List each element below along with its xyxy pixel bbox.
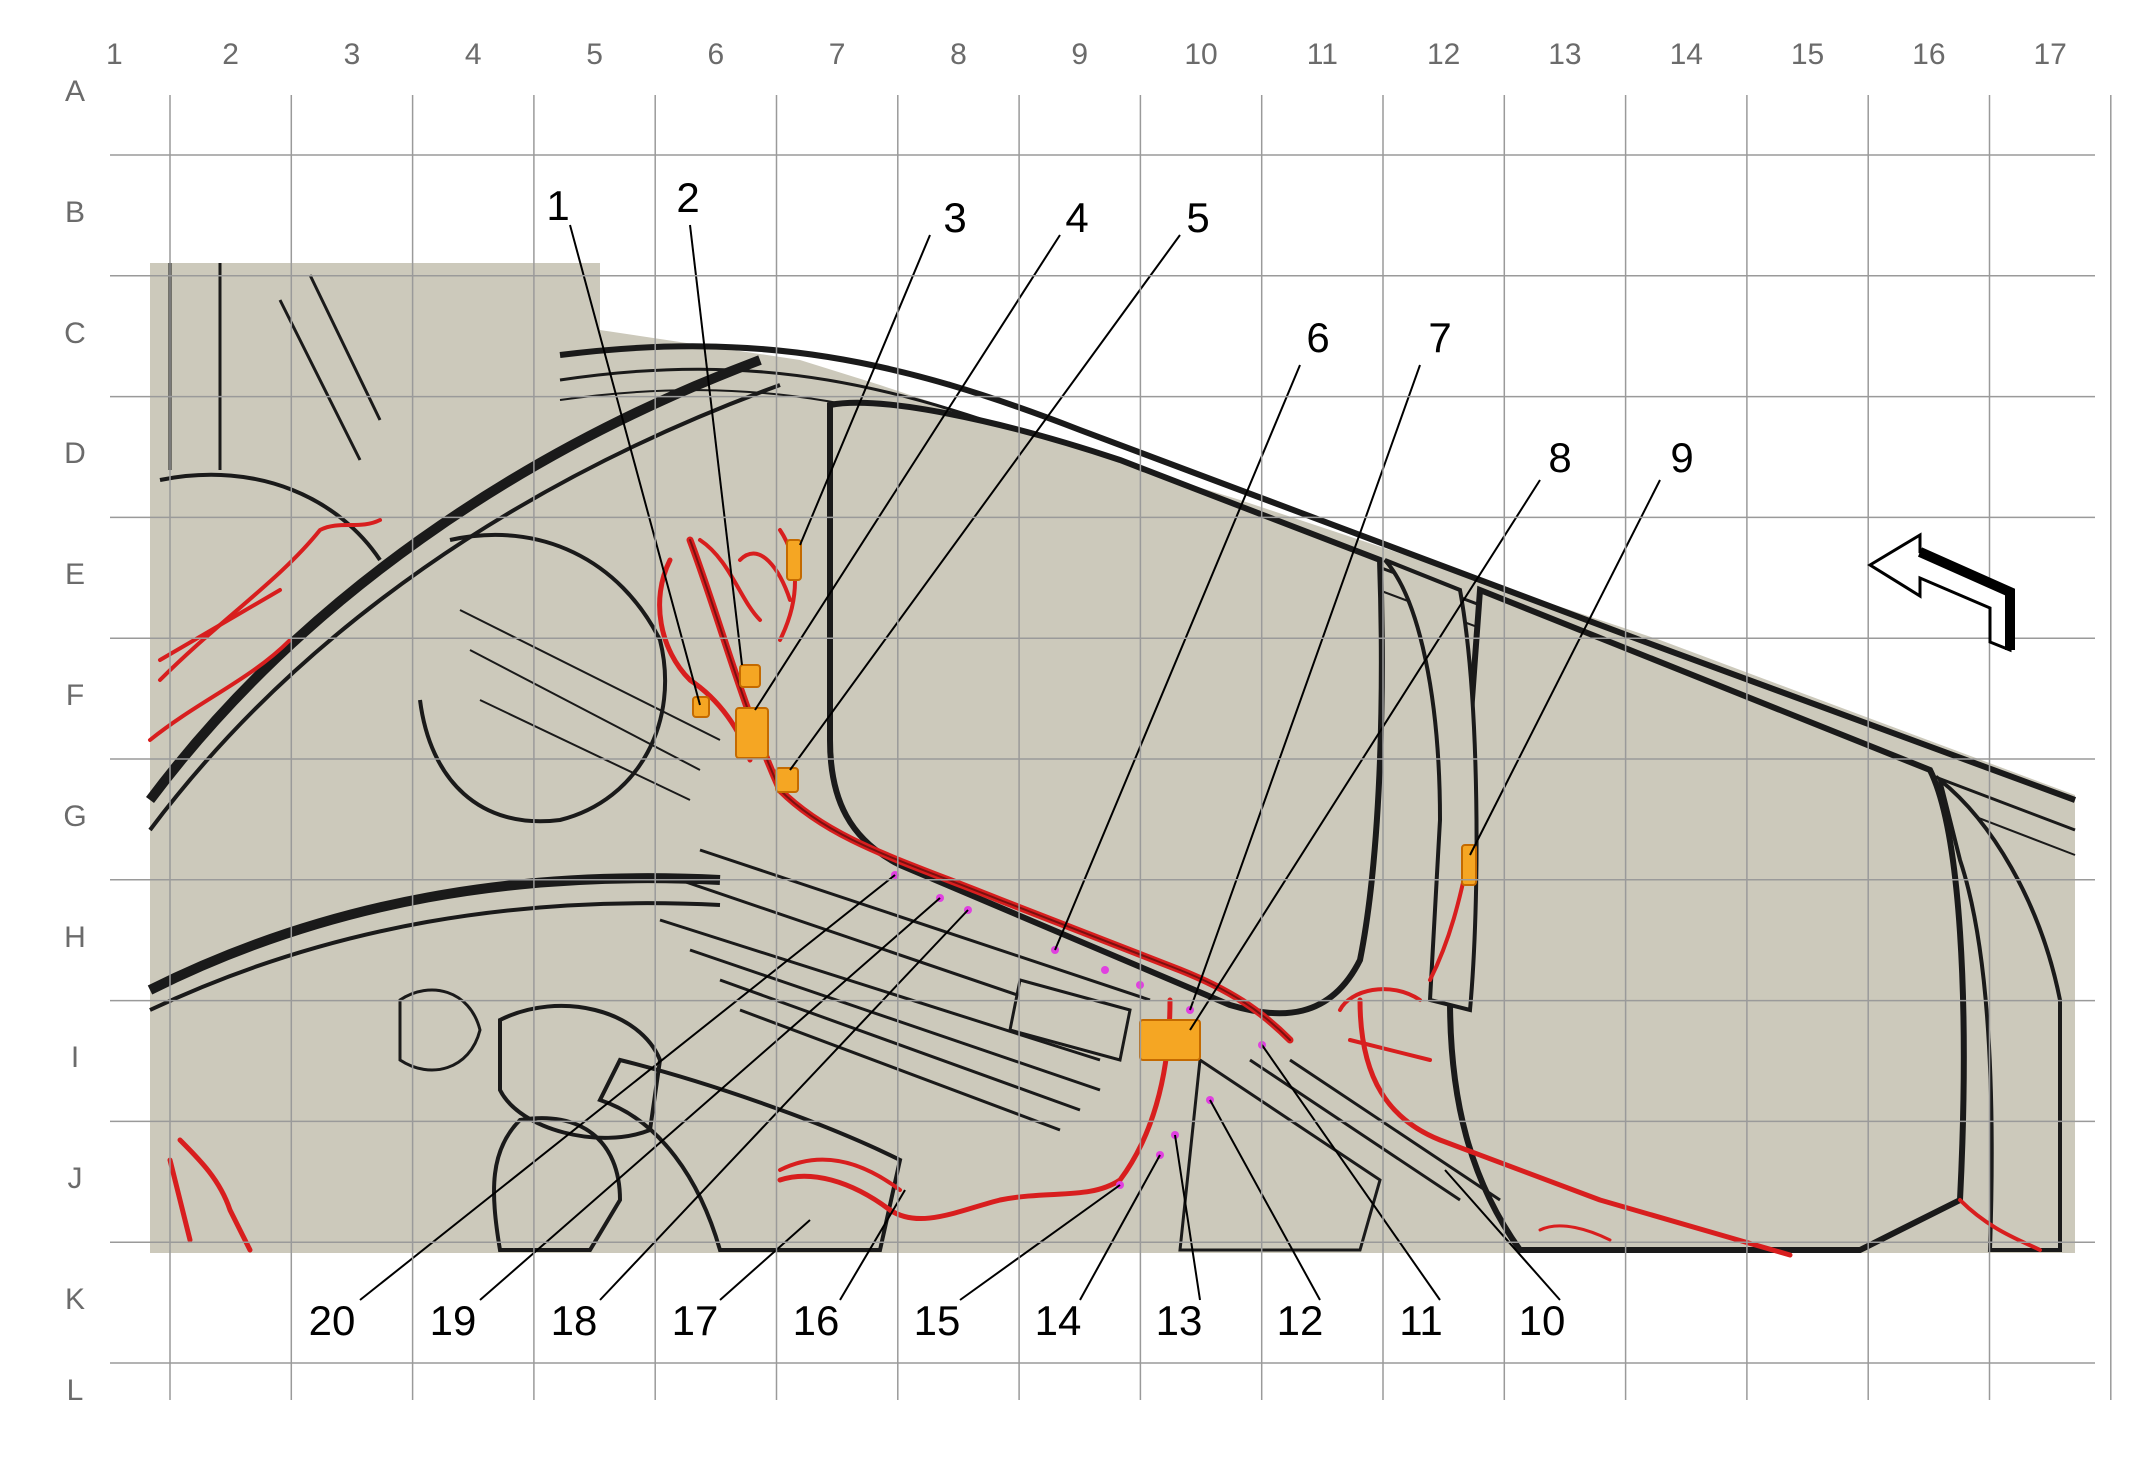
callout-label: 16 — [793, 1297, 840, 1344]
callout-label: 1 — [546, 182, 569, 229]
grid-column-label: 4 — [464, 38, 482, 71]
callout-label: 14 — [1035, 1297, 1082, 1344]
grid-row-label: B — [64, 195, 85, 229]
rocker-harness — [1357, 997, 1793, 1258]
callout-label: 8 — [1548, 434, 1571, 481]
grid-column-label: 15 — [1790, 38, 1825, 71]
callout-label: 7 — [1428, 314, 1451, 361]
grid-column-label: 9 — [1071, 38, 1089, 71]
grid-row-label: J — [67, 1162, 83, 1196]
grid-column-label: 10 — [1184, 38, 1218, 71]
grid-row-label: G — [63, 799, 87, 833]
grid-row-label: L — [66, 1373, 84, 1407]
grid-row-label: H — [64, 920, 86, 954]
leader-lines — [359, 224, 1661, 1301]
callout-label: 19 — [430, 1297, 477, 1344]
grid-column-label: 17 — [2033, 38, 2067, 71]
grid-column-label: 8 — [950, 38, 967, 71]
grid-row-label: A — [64, 75, 85, 108]
grid-column-label: 14 — [1669, 38, 1703, 71]
callout-label: 5 — [1186, 194, 1209, 241]
callout-label: 2 — [676, 174, 699, 221]
wiring-harness — [148, 518, 2042, 1258]
connector-3 — [786, 539, 802, 581]
grid-column-label: 2 — [222, 38, 239, 71]
body-structure — [146, 263, 2077, 1253]
connector-9 — [1461, 844, 1477, 886]
grid-row-label: C — [64, 316, 86, 350]
grid-column-label: 11 — [1306, 38, 1338, 71]
connector-4 — [735, 707, 769, 759]
grid-lines — [110, 95, 2112, 1400]
connector-5 — [775, 767, 799, 793]
callout-label: 17 — [672, 1297, 719, 1344]
front-direction-arrow-icon — [1867, 532, 2015, 653]
grid-column-label: 13 — [1548, 38, 1582, 71]
callout-label: 20 — [309, 1297, 356, 1344]
connector-8 — [1139, 1019, 1201, 1061]
grid-row-label: E — [64, 558, 85, 592]
grid-column-label: 6 — [707, 38, 725, 71]
callout-label: 10 — [1519, 1297, 1566, 1344]
callout-label: 18 — [551, 1297, 598, 1344]
connector-2 — [739, 664, 761, 688]
callout-label: 4 — [1065, 194, 1088, 241]
grid-row-label: F — [65, 679, 85, 712]
grid-row-label: I — [70, 1041, 80, 1075]
callout-label: 11 — [1399, 1297, 1443, 1344]
front-left-harness — [148, 518, 382, 742]
callout-label: 15 — [914, 1297, 961, 1344]
grid-row-label: D — [64, 437, 86, 471]
callout-label: 9 — [1670, 434, 1693, 481]
grid-column-label: 12 — [1426, 38, 1461, 71]
grid-column-label: 16 — [1912, 38, 1946, 71]
grid-column-label: 3 — [343, 38, 361, 71]
lower-left-harness — [167, 1137, 253, 1253]
grid-column-label: 5 — [586, 38, 603, 71]
callout-label: 12 — [1277, 1297, 1324, 1344]
lower-harness-branch — [777, 997, 1173, 1222]
callout-label: 3 — [943, 194, 966, 241]
connectors — [692, 539, 1477, 1061]
connector-1 — [692, 696, 710, 718]
grid-column-label: 7 — [828, 38, 846, 71]
callout-label: 13 — [1156, 1297, 1203, 1344]
callout-label: 6 — [1306, 314, 1329, 361]
rear-right-harness — [1958, 1198, 2042, 1252]
grid-column-label: 1 — [106, 38, 123, 71]
grid-row-label: K — [64, 1283, 85, 1316]
